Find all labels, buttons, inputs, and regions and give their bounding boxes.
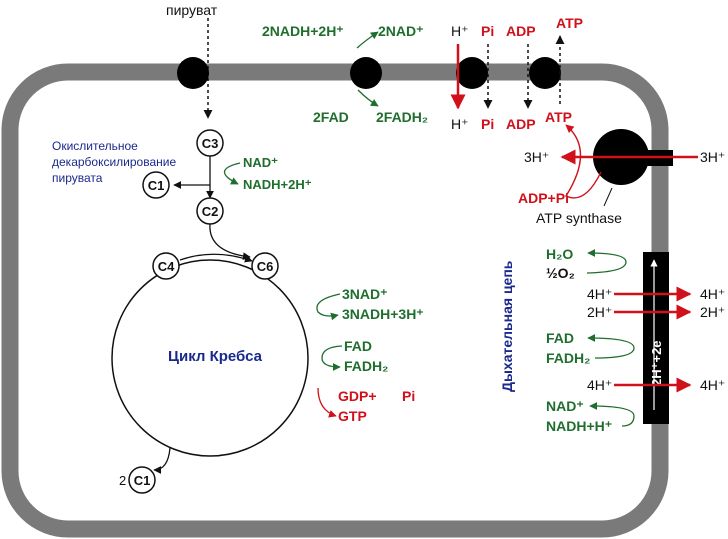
c3-label: C3 — [202, 136, 219, 151]
c1-node-co2 — [142, 171, 170, 199]
h2-left-label: 2H⁺ — [587, 304, 612, 320]
resp-nad-label: NAD⁺ — [546, 398, 584, 414]
resp-chain-title: Дыхательная цепь — [499, 260, 515, 392]
krebs-gdp-label: GDP+ — [338, 388, 377, 404]
adp-bottom-label: ADP — [506, 116, 536, 132]
krebs-gtp-arrow — [317, 387, 337, 418]
nadh-oxidation-arrow — [589, 402, 635, 427]
h4-right-2-label: 4H⁺ — [700, 377, 725, 393]
synthase-h-left-label: 3H⁺ — [524, 149, 549, 165]
krebs-fad-label: FAD — [344, 338, 372, 354]
h-top-label: H⁺ — [451, 23, 469, 39]
atp-bottom-label: ATP — [545, 109, 572, 125]
electron-transfer-label: 2H⁺+2e — [649, 340, 664, 386]
krebs-c1-label: C1 — [134, 473, 151, 488]
shuttle-transporter — [350, 57, 382, 89]
c2-label: C2 — [202, 204, 219, 219]
fad-shuttle-arrow — [357, 89, 379, 107]
pyruvate-nad-label: NAD⁺ — [243, 155, 278, 170]
fadh2-oxidation-arrow — [587, 334, 635, 359]
krebs-nad-arrow — [316, 293, 341, 321]
c4-node — [152, 252, 180, 280]
h2-right-label: 2H⁺ — [700, 304, 725, 320]
krebs-cycle-ring — [111, 259, 309, 457]
resp-fadh2-label: FADH₂ — [546, 350, 590, 366]
synthase-h-right-label: 3H⁺ — [700, 149, 725, 165]
pi-top-label: Pi — [481, 23, 494, 39]
nadh-shuttle-arrow — [356, 31, 379, 49]
pyruvate-nadh-label: NADH+2H⁺ — [243, 177, 312, 192]
half-o2-label: ½O₂ — [546, 265, 575, 281]
krebs-c1-count: 2 — [119, 473, 126, 488]
oxygen-reduction-arrow — [586, 249, 627, 274]
krebs-cycle-title: Цикл Кребса — [168, 348, 263, 365]
krebs-c1-node — [128, 466, 156, 494]
pyruvate-ox-title-2: декарбоксилирование — [52, 155, 176, 169]
respiratory-chain-complex — [643, 252, 669, 424]
resp-nadh-label: NADH+H⁺ — [546, 418, 612, 434]
pi-bottom-label: Pi — [481, 116, 494, 132]
krebs-fad-arrow — [321, 345, 343, 371]
phosphate-carrier — [456, 57, 488, 89]
c4-to-c6-arrow — [179, 253, 253, 263]
h4-right-1-label: 4H⁺ — [700, 286, 725, 302]
c2-to-c6-arrow — [209, 223, 251, 261]
adp-pi-label: ADP+Pi — [518, 190, 569, 206]
pyruvate-ox-title-1: Окислительное — [52, 139, 138, 153]
nadh-in-label: 2NADH+2H⁺ — [262, 23, 344, 39]
c1-label: C1 — [148, 178, 165, 193]
resp-fad-label: FAD — [546, 330, 574, 346]
krebs-fadh2-label: FADH₂ — [344, 358, 388, 374]
pyruvate-label: пируват — [166, 2, 218, 18]
pyruvate-nad-arrow — [223, 162, 241, 185]
c6-node — [251, 252, 279, 280]
adp-top-label: ADP — [506, 23, 536, 39]
synthase-label-leader — [603, 187, 613, 207]
atp-synthase-label: ATP synthase — [536, 210, 622, 226]
pyruvate-ox-title-3: пирувата — [52, 171, 103, 185]
krebs-nad3-label: 3NAD⁺ — [342, 286, 388, 302]
c4-label: C4 — [158, 259, 175, 274]
h-bottom-label: H⁺ — [451, 116, 469, 132]
fad-top-label: 2FAD — [313, 109, 349, 125]
nad-out-label: 2NAD⁺ — [378, 23, 424, 39]
h2o-label: H₂O — [546, 246, 573, 262]
h4-left-2-label: 4H⁺ — [587, 377, 612, 393]
krebs-pi-label: Pi — [402, 388, 415, 404]
c6-label: C6 — [257, 259, 274, 274]
adp-atp-translocase — [529, 57, 561, 89]
fadh2-top-label: 2FADH₂ — [376, 109, 428, 125]
pyruvate-transporter — [177, 57, 209, 89]
h4-left-1-label: 4H⁺ — [587, 286, 612, 302]
krebs-gtp-label: GTP — [338, 408, 367, 424]
atp-top-label: ATP — [556, 15, 583, 31]
krebs-nadh3-label: 3NADH+3H⁺ — [342, 306, 424, 322]
co2-release-arrow — [153, 447, 171, 474]
atp-synthesis-arrow — [564, 124, 602, 199]
